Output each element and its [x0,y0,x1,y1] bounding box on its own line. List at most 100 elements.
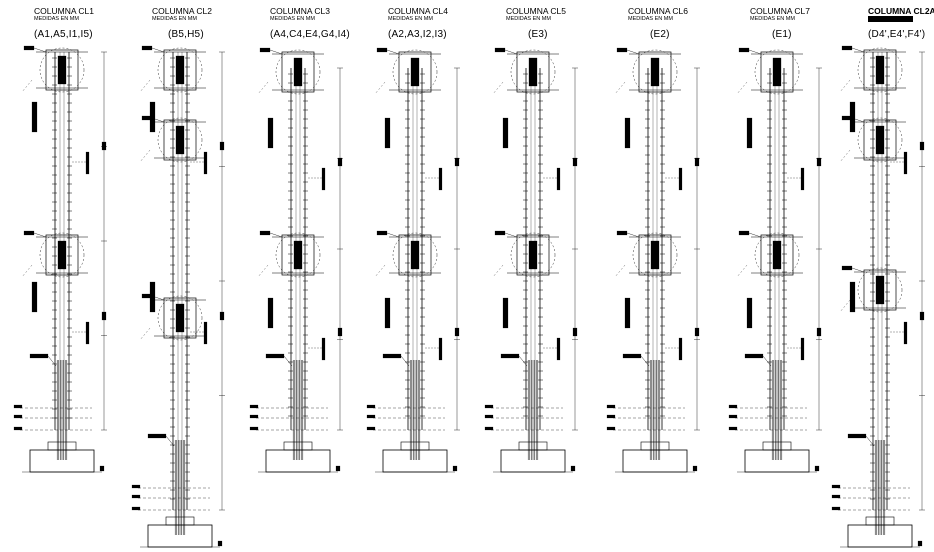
column-title-cl5: COLUMNA CL5 [506,6,566,16]
column-grid-cl3: (A4,C4,E4,G4,I4) [270,29,350,40]
level-marker-cl3 [249,414,259,419]
level-tag-cl7 [738,47,750,53]
level-leader-cl4 [386,232,400,238]
connection-plate-cl1 [57,55,67,85]
connection-detail-circle-cl8 [857,47,903,93]
rebar-callout-cl3 [321,337,326,361]
connection-plate-cl2 [175,303,185,333]
dash-leader-cl1 [21,79,33,93]
column-units-cl6: MEDIDAS EN MM [628,16,673,22]
dimension-mark-cl1 [101,311,107,321]
level-marker-cl2 [131,506,141,511]
dash-leader-cl7 [736,264,748,278]
column-units-cl4: MEDIDAS EN MM [388,16,433,22]
base-label-bar-cl5 [500,353,520,359]
column-title-cl3: COLUMNA CL3 [270,6,330,16]
footing-tag-cl8 [917,540,923,547]
connection-box-cl5 [516,234,550,276]
pedestal-cl8 [865,516,895,526]
dimension-mark-cl6 [694,327,700,337]
connection-plate-cl7 [772,57,782,87]
column-grid-cl2a: (D4',E4',F4') [868,29,926,40]
level-tag-cl8 [841,45,853,51]
connection-detail-circle-cl5 [510,49,556,95]
dash-leader-cl7 [736,81,748,95]
rebar-callout-cl4 [438,337,443,361]
level-marker-cl8 [831,484,841,489]
level-leader-cl7 [748,49,762,55]
level-leader-cl5 [504,49,518,55]
column-units-cl3: MEDIDAS EN MM [270,16,315,22]
base-label-bar-cl4 [382,353,402,359]
pedestal-cl6 [640,441,670,451]
connection-detail-circle-cl5 [510,232,556,278]
rebar-callout-cl4 [384,117,391,149]
connection-box-cl3 [281,234,315,276]
rebar-callout-cl8 [903,151,908,175]
rebar-callout-cl7 [746,297,753,329]
rebar-callout-cl2 [149,101,156,133]
connection-detail-circle-cl2 [157,117,203,163]
base-leader-cl6 [640,355,650,367]
connection-plate-cl2 [175,55,185,85]
connection-plate-cl1 [57,240,67,270]
base-leader-cl4 [400,355,410,367]
dash-leader-cl4 [374,81,386,95]
column-units-cl1: MEDIDAS EN MM [34,16,79,22]
connection-detail-circle-cl2 [157,47,203,93]
connection-detail-circle-cl6 [632,232,678,278]
level-tag-cl6 [616,47,628,53]
base-leader-cl2 [165,435,175,447]
dash-leader-cl3 [257,264,269,278]
connection-box-cl6 [638,234,672,276]
level-tag-cl5 [494,47,506,53]
connection-detail-circle-cl3 [275,232,321,278]
level-marker-cl5 [484,426,494,431]
dimension-mark-cl1 [101,141,107,151]
level-tag-cl4 [376,230,388,236]
rebar-callout-cl5 [502,117,509,149]
level-marker-cl8 [831,506,841,511]
level-marker-cl4 [366,426,376,431]
connection-plate-cl2 [175,125,185,155]
level-tag-cl4 [376,47,388,53]
pedestal-cl3 [283,441,313,451]
connection-plate-cl5 [528,240,538,270]
column-grid-cl1: (A1,A5,I1,I5) [34,29,93,40]
connection-detail-circle-cl8 [857,117,903,163]
dimension-mark-cl2 [219,141,225,151]
connection-detail-circle-cl7 [754,49,800,95]
dash-leader-cl5 [492,264,504,278]
level-tag-cl5 [494,230,506,236]
base-leader-cl7 [762,355,772,367]
level-marker-cl6 [606,414,616,419]
level-marker-cl7 [728,404,738,409]
dimension-mark-cl2 [219,311,225,321]
connection-box-cl2 [163,49,197,91]
dash-leader-cl6 [614,81,626,95]
connection-box-cl1 [45,234,79,276]
rebar-callout-cl7 [800,337,805,361]
connection-detail-circle-cl3 [275,49,321,95]
dimension-mark-cl3 [337,327,343,337]
connection-box-cl2 [163,119,197,161]
connection-box-cl8 [863,269,897,311]
dimension-mark-cl4 [454,327,460,337]
level-marker-cl2 [131,494,141,499]
connection-plate-cl7 [772,240,782,270]
connection-plate-cl8 [875,275,885,305]
column-title-cl1: COLUMNA CL1 [34,6,94,16]
level-leader-cl1 [33,232,47,238]
level-marker-cl4 [366,414,376,419]
dash-leader-cl8 [839,299,851,313]
base-label-bar-cl2 [147,433,167,439]
connection-detail-circle-cl6 [632,49,678,95]
connection-plate-cl3 [293,57,303,87]
column-grid-cl7: (E1) [772,29,792,40]
connection-box-cl8 [863,49,897,91]
footing-tag-cl3 [335,465,341,472]
column-units-cl2: MEDIDAS EN MM [152,16,197,22]
footing-tag-cl7 [814,465,820,472]
column-title-cl7: COLUMNA CL7 [750,6,810,16]
level-marker-cl6 [606,426,616,431]
